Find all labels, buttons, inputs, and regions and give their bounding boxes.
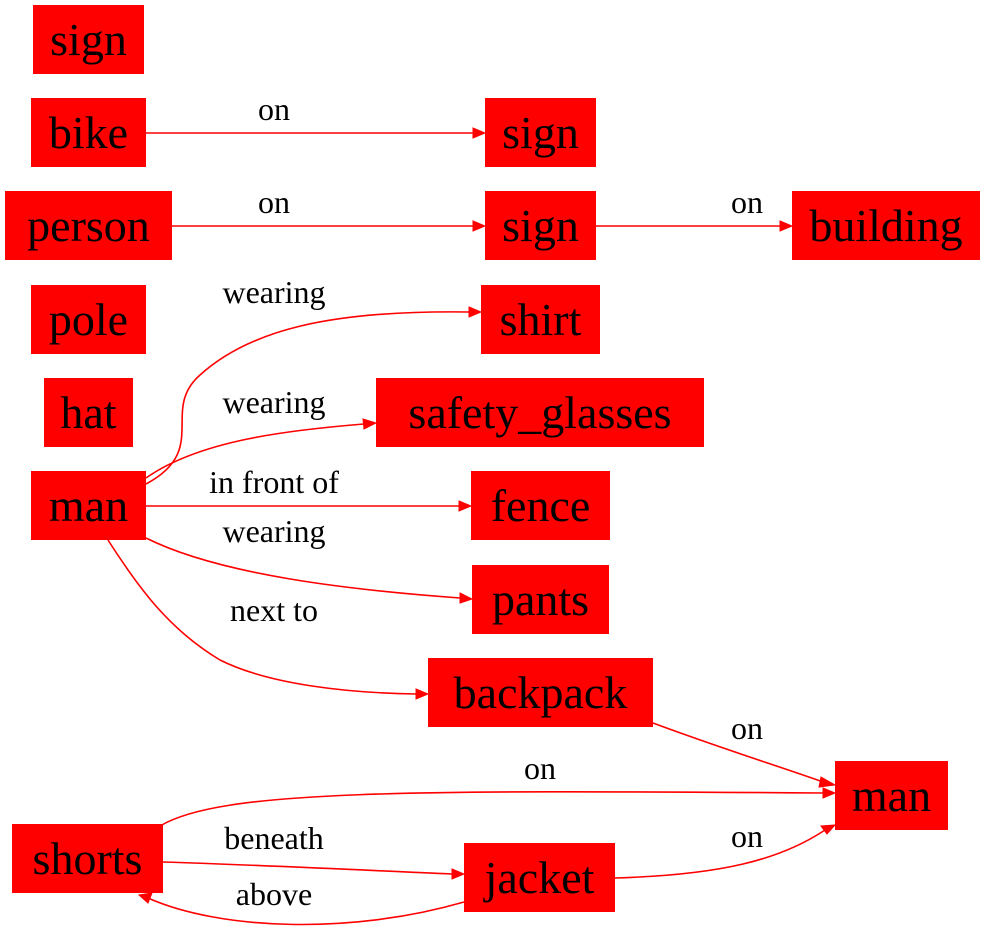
arrowhead-e-shorts-jacket: [451, 868, 466, 880]
node-pants-12: pants: [472, 565, 609, 634]
node-bike-1: bike: [31, 98, 146, 167]
arrowhead-e-man-safety: [362, 418, 378, 430]
node-sign-2: sign: [485, 98, 596, 167]
edge-e-man-backpack: [107, 539, 417, 695]
edge-label-e-man-shirt: wearing: [222, 274, 325, 310]
edge-e-jacket-shorts: [147, 897, 465, 926]
arrowhead-e-person-sign: [472, 220, 487, 232]
arrowhead-e-backpack-man: [818, 776, 837, 788]
arrowhead-e-man-shirt: [468, 306, 483, 318]
edge-e-jacket-man: [614, 829, 826, 879]
node-jacket-16: jacket: [464, 843, 615, 912]
node-safety-glasses-9: safety_glasses: [376, 378, 704, 447]
arrowhead-e-man-pants: [459, 592, 474, 604]
edge-label-e-jacket-shorts: above: [236, 876, 312, 912]
edge-label-e-bike-sign: on: [258, 91, 290, 127]
node-man-10: man: [31, 471, 146, 540]
edge-label-e-man-pants: wearing: [222, 513, 325, 549]
arrowhead-e-bike-sign: [472, 127, 487, 139]
edge-e-man-shirt: [145, 311, 470, 485]
node-sign-0: sign: [33, 5, 144, 74]
edge-label-e-shorts-man: on: [524, 750, 556, 786]
edge-label-e-jacket-man: on: [731, 818, 763, 854]
edge-e-man-safety: [145, 423, 365, 479]
arrowhead-e-shorts-man: [822, 787, 837, 799]
arrowhead-e-man-backpack: [415, 688, 430, 700]
arrowhead-e-sign-building: [779, 220, 794, 232]
node-hat-8: hat: [44, 378, 133, 447]
edge-label-e-man-backpack: next to: [230, 592, 318, 628]
edge-label-e-shorts-jacket: beneath: [224, 820, 324, 856]
node-fence-11: fence: [471, 471, 610, 540]
arrowhead-e-man-fence: [458, 500, 473, 512]
edge-label-e-man-safety: wearing: [222, 384, 325, 420]
edge-e-shorts-man: [159, 791, 824, 827]
edge-e-man-pants: [145, 537, 461, 599]
edge-label-e-person-sign: on: [258, 184, 290, 220]
edge-e-backpack-man: [652, 722, 824, 783]
node-building-5: building: [792, 191, 980, 260]
node-shorts-15: shorts: [12, 824, 163, 893]
node-sign-4: sign: [485, 191, 596, 260]
arrowhead-e-jacket-shorts: [137, 892, 153, 904]
node-pole-6: pole: [31, 285, 146, 354]
node-man-14: man: [835, 761, 948, 830]
node-backpack-13: backpack: [428, 658, 653, 727]
edge-e-shorts-jacket: [162, 861, 453, 875]
arrowhead-e-jacket-man: [820, 824, 837, 835]
edge-label-e-man-fence: in front of: [209, 464, 339, 500]
node-shirt-7: shirt: [481, 285, 600, 354]
edge-label-e-backpack-man: on: [731, 710, 763, 746]
node-person-3: person: [5, 191, 172, 260]
edge-label-e-sign-building: on: [731, 184, 763, 220]
